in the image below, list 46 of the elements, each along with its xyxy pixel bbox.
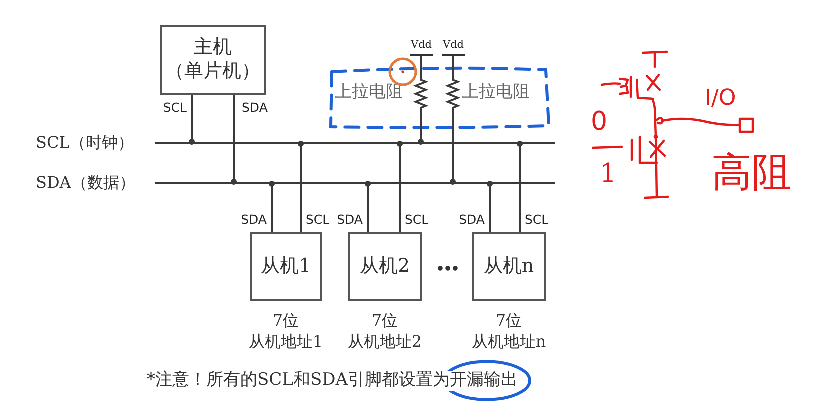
address-caption: 从机地址n (472, 332, 546, 351)
pin-label: SDA (458, 212, 486, 227)
address-caption: 7位 (372, 311, 398, 330)
device-label: 从机1 (260, 254, 312, 278)
master-box (160, 25, 266, 95)
supply-terminal: Vdd (410, 38, 433, 56)
pin-label: SCL (404, 212, 430, 227)
handwritten-label: I/O (705, 86, 736, 112)
slave-box (472, 232, 546, 301)
address-caption: 从机地址1 (248, 332, 324, 351)
footnote: *注意！所有的SCL和SDA引脚都设置为开漏输出 (147, 371, 518, 391)
resistor-label: 上拉电阻 (462, 83, 530, 103)
connection-line (269, 181, 275, 232)
address-caption: 7位 (272, 311, 300, 330)
connection-line (397, 141, 403, 232)
supply-terminal: Vdd (442, 38, 465, 56)
slave-box (348, 232, 422, 301)
pull-up-resistor-line (445, 56, 461, 185)
bus-label: SCL（时钟） (36, 133, 134, 153)
device-label: 主机 (194, 36, 232, 60)
slave-box (250, 232, 322, 301)
pin-label: SDA (336, 212, 364, 227)
device-sublabel: （单片机） (166, 60, 260, 84)
connection-line (517, 141, 523, 232)
connection-line (298, 141, 304, 232)
connection-line (189, 95, 195, 145)
bus-label: SDA（数据） (36, 173, 136, 193)
handwritten-label: 0 (591, 108, 608, 138)
connection-line (487, 181, 493, 232)
connection-line (365, 181, 371, 232)
device-label: 从机n (484, 254, 534, 278)
pin-label: SCL (162, 100, 188, 115)
connection-line (231, 95, 237, 185)
resistor-label: 上拉电阻 (335, 83, 403, 103)
pin-label: SDA (240, 212, 268, 227)
pin-label: SDA (241, 100, 269, 115)
handwritten-label: 高阻 (712, 150, 792, 196)
pull-up-resistor-line (413, 56, 429, 145)
bus-line (155, 182, 555, 184)
device-label: 从机2 (360, 254, 410, 278)
handwritten-label: 1 (600, 160, 617, 190)
address-caption: 从机地址2 (348, 332, 422, 351)
bus-line (155, 142, 555, 144)
pin-label: SCL (524, 212, 550, 227)
pin-label: SCL (305, 212, 331, 227)
address-caption: 7位 (496, 311, 522, 330)
